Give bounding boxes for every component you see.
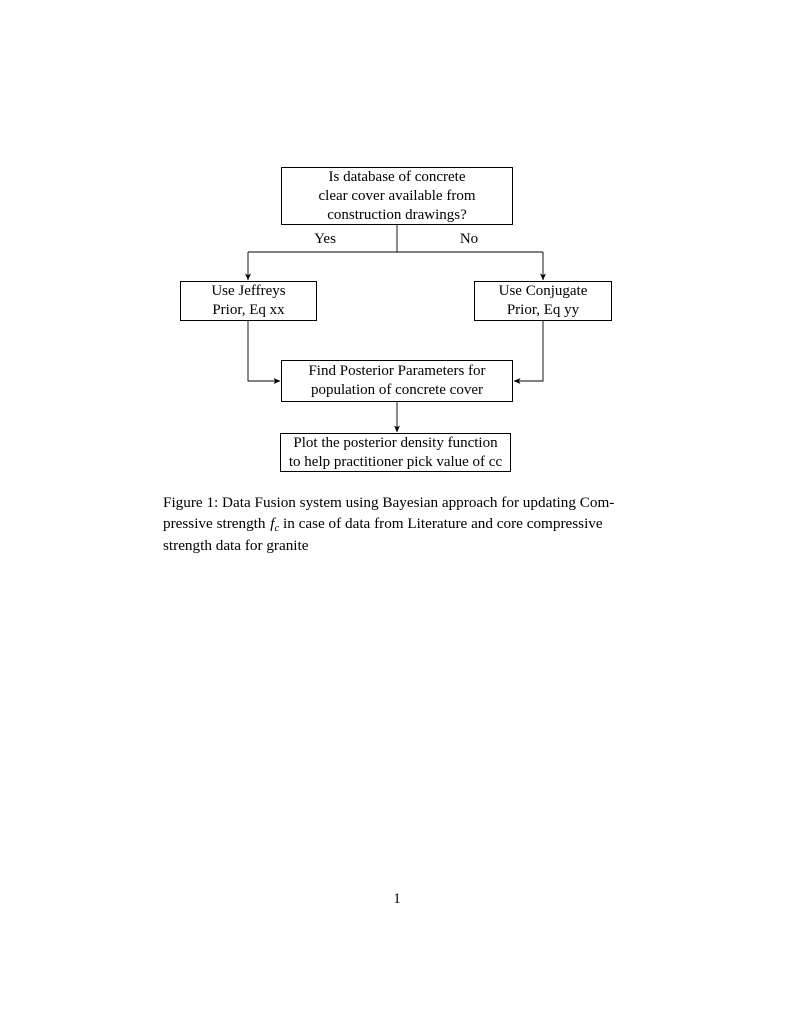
figure-caption-line3: strength data for granite: [163, 536, 309, 554]
caption-math-fc-subscript: c: [274, 523, 280, 535]
figure-caption: Figure 1: Data Fusion system using Bayes…: [163, 492, 633, 556]
flowchart-node-find-posterior: Find Posterior Parameters for population…: [281, 360, 513, 402]
flowchart-node-conjugate-prior: Use Conjugate Prior, Eq yy: [474, 281, 612, 321]
edge-jeffreys-to-posterior: [247, 321, 281, 384]
figure-caption-line2: pressive strength fc in case of data fro…: [163, 513, 633, 534]
figure-caption-line1: Figure 1: Data Fusion system using Bayes…: [163, 494, 615, 511]
caption-line2-post: in case of data from Literature and core…: [283, 515, 603, 533]
flowchart-node-plot-density: Plot the posterior density function to h…: [280, 433, 511, 472]
page-number: 1: [393, 891, 401, 907]
caption-math-fc-variable: f: [270, 515, 275, 533]
flowchart-node-question: Is database of concrete clear cover avai…: [281, 167, 513, 225]
flowchart-edge-label-yes: Yes: [314, 231, 336, 247]
caption-line2-pre: pressive strength: [163, 515, 266, 533]
flowchart-node-jeffreys-prior: Use Jeffreys Prior, Eq xx: [180, 281, 317, 321]
edge-conjugate-to-posterior: [513, 321, 544, 384]
flowchart-edge-label-no: No: [459, 231, 479, 247]
